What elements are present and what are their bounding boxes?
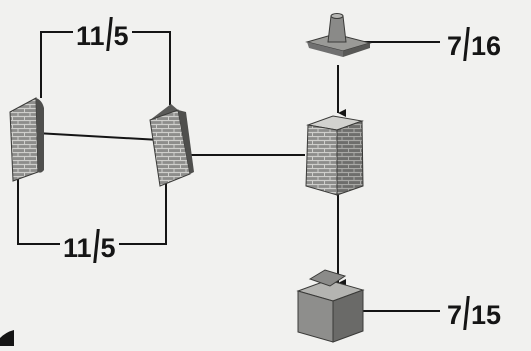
base-block — [296, 269, 365, 343]
label-separator — [92, 229, 100, 263]
label-denominator: 16 — [471, 31, 502, 61]
curved-wall-piece-left — [9, 97, 44, 182]
label-separator — [463, 296, 470, 330]
label-separator — [463, 27, 470, 61]
part-label-top-left: 11 5 — [73, 17, 132, 51]
pillar-cap — [305, 13, 372, 57]
label-numerator: 11 — [63, 233, 92, 263]
connector-lines — [17, 31, 440, 312]
label-denominator: 5 — [100, 233, 116, 263]
part-label-bottom-left: 11 5 — [60, 229, 119, 263]
wall-piece-middle — [149, 104, 194, 187]
link-left-walls — [35, 132, 161, 141]
part-label-top-right: 7 16 — [444, 27, 505, 61]
label-numerator: 7 — [447, 31, 463, 61]
part-label-bottom-right: 7 15 — [444, 296, 505, 330]
label-numerator: 11 — [76, 21, 105, 51]
label-denominator: 5 — [113, 21, 129, 51]
brick-pillar — [305, 115, 364, 196]
label-denominator: 15 — [471, 300, 502, 330]
label-separator — [105, 17, 113, 51]
label-numerator: 7 — [447, 300, 463, 330]
corner-arc-fragment — [0, 330, 14, 346]
